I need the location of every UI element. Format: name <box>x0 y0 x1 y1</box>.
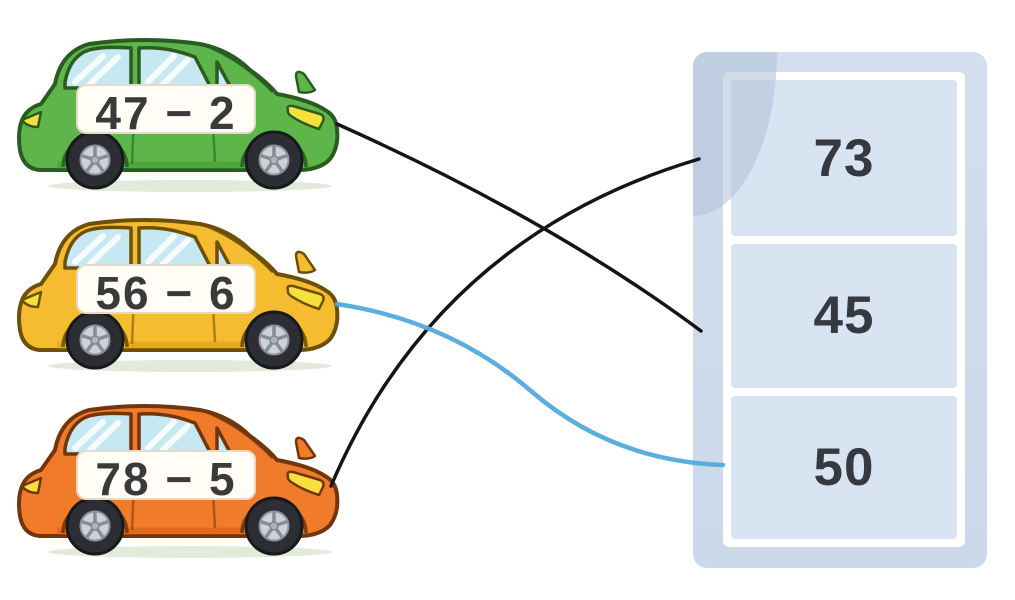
answers-frame: 73 45 50 <box>723 72 965 547</box>
car-yellow-illustration: 56 − 6 <box>15 210 345 375</box>
answer-cell-50[interactable]: 50 <box>731 395 957 539</box>
license-plate-yellow <box>76 264 256 314</box>
answers-panel: 73 45 50 <box>693 52 987 568</box>
answer-value-73: 73 <box>813 128 875 188</box>
connector-yellow-to-50 <box>334 301 726 468</box>
car-orange[interactable]: 78 − 5 <box>15 396 345 561</box>
connector-green-to-45 <box>335 122 703 333</box>
license-plate-green <box>76 84 256 134</box>
car-green[interactable]: 47 − 2 <box>15 30 345 195</box>
answer-value-45: 45 <box>813 286 875 346</box>
car-orange-illustration: 78 − 5 <box>15 396 345 561</box>
car-expression-yellow: 56 − 6 <box>95 267 236 319</box>
license-plate-orange <box>76 450 256 500</box>
answer-value-50: 50 <box>813 437 875 497</box>
car-expression-green: 47 − 2 <box>95 87 236 139</box>
car-yellow[interactable]: 56 − 6 <box>15 210 345 375</box>
car-green-illustration: 47 − 2 <box>15 30 345 195</box>
car-expression-orange: 78 − 5 <box>95 453 236 505</box>
answer-cell-45[interactable]: 45 <box>731 244 957 388</box>
connector-orange-to-73 <box>329 157 701 488</box>
